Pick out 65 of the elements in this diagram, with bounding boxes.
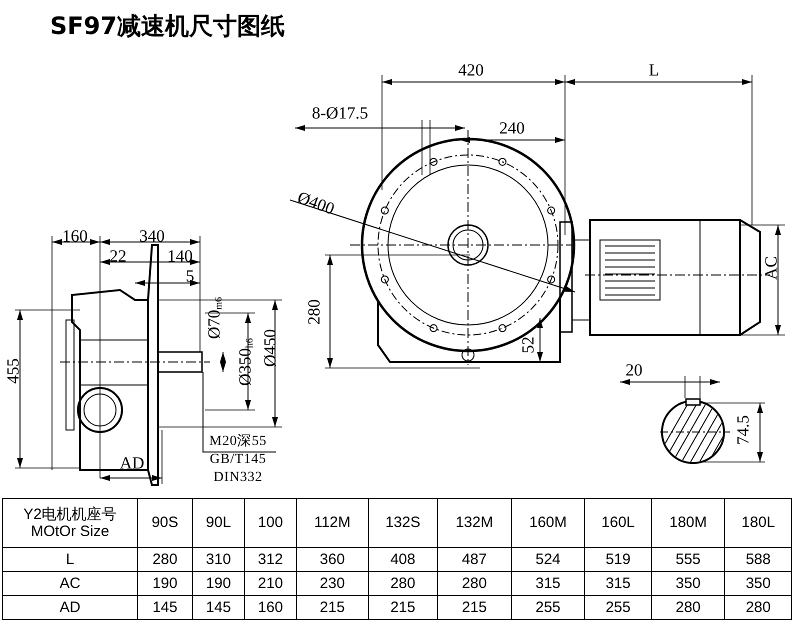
table-cell: 588 <box>724 548 792 572</box>
table-cell: 487 <box>438 548 512 572</box>
table-cell: 190 <box>138 572 192 596</box>
dimension-label: AD <box>120 454 144 472</box>
table-cell: 180L <box>724 498 792 548</box>
table-cell: 408 <box>368 548 438 572</box>
table-cell: 180M <box>651 498 725 548</box>
table-cell: 519 <box>584 548 652 572</box>
table-cell: AC <box>2 572 138 596</box>
table-cell: 132M <box>438 498 512 548</box>
dimension-label: 22 <box>110 248 126 264</box>
dimension-label: 280 <box>306 299 322 325</box>
dimension-label: 240 <box>499 120 525 136</box>
table-cell: Y2电机机座号 MOtOr Size <box>2 498 138 548</box>
title: SF97减速机尺寸图纸 <box>50 11 286 42</box>
note-text: DIN332 <box>214 471 262 485</box>
dimension-label: 20 <box>626 362 642 378</box>
note-text: M20深55 <box>209 435 267 449</box>
table-cell: 280 <box>724 596 792 620</box>
table-cell: 160 <box>244 596 296 620</box>
dimension-label: 52 <box>520 336 536 354</box>
table-cell: 100 <box>244 498 296 548</box>
table-cell: 210 <box>244 572 296 596</box>
table-cell: 145 <box>138 596 192 620</box>
dimension-label: 420 <box>458 62 484 78</box>
dimension-label: 160 <box>62 228 88 244</box>
table-cell: 160L <box>584 498 652 548</box>
table-cell: 215 <box>438 596 512 620</box>
table-cell: 280 <box>368 572 438 596</box>
table-cell: 524 <box>511 548 585 572</box>
table-cell: 280 <box>138 548 192 572</box>
table-cell: 90L <box>192 498 244 548</box>
table-cell: 215 <box>368 596 438 620</box>
dimension-label: 74.5 <box>734 415 752 445</box>
table-cell: 315 <box>584 572 652 596</box>
dimension-label: 140 <box>167 248 193 264</box>
table-cell: L <box>2 548 138 572</box>
table-cell: 280 <box>651 596 725 620</box>
dimension-label: 340 <box>139 228 165 244</box>
table-cell: 90S <box>138 498 192 548</box>
table-cell: 112M <box>296 498 368 548</box>
table-cell: 145 <box>192 596 244 620</box>
table-cell: 215 <box>296 596 368 620</box>
table-cell: 255 <box>584 596 652 620</box>
table-cell: 280 <box>438 572 512 596</box>
note-text: GB/T145 <box>210 453 266 467</box>
table-cell: 255 <box>511 596 585 620</box>
table-cell: 350 <box>724 572 792 596</box>
table-cell: 555 <box>651 548 725 572</box>
table-cell: 312 <box>244 548 296 572</box>
dimension-label: 455 <box>4 358 22 384</box>
table-cell: 360 <box>296 548 368 572</box>
table-cell: 315 <box>511 572 585 596</box>
table-cell: 350 <box>651 572 725 596</box>
dimension-label: 5 <box>186 268 194 284</box>
table-cell: AD <box>2 596 138 620</box>
dimension-label: L <box>648 62 660 78</box>
table-cell: 160M <box>511 498 585 548</box>
dimension-label: AC <box>762 256 780 280</box>
table-cell: 230 <box>296 572 368 596</box>
dimension-label: 8-Ø17.5 <box>312 104 368 122</box>
dimension-label: Ø400 <box>295 188 337 218</box>
table-cell: 310 <box>192 548 244 572</box>
table-cell: 132S <box>368 498 438 548</box>
table-cell: 190 <box>192 572 244 596</box>
